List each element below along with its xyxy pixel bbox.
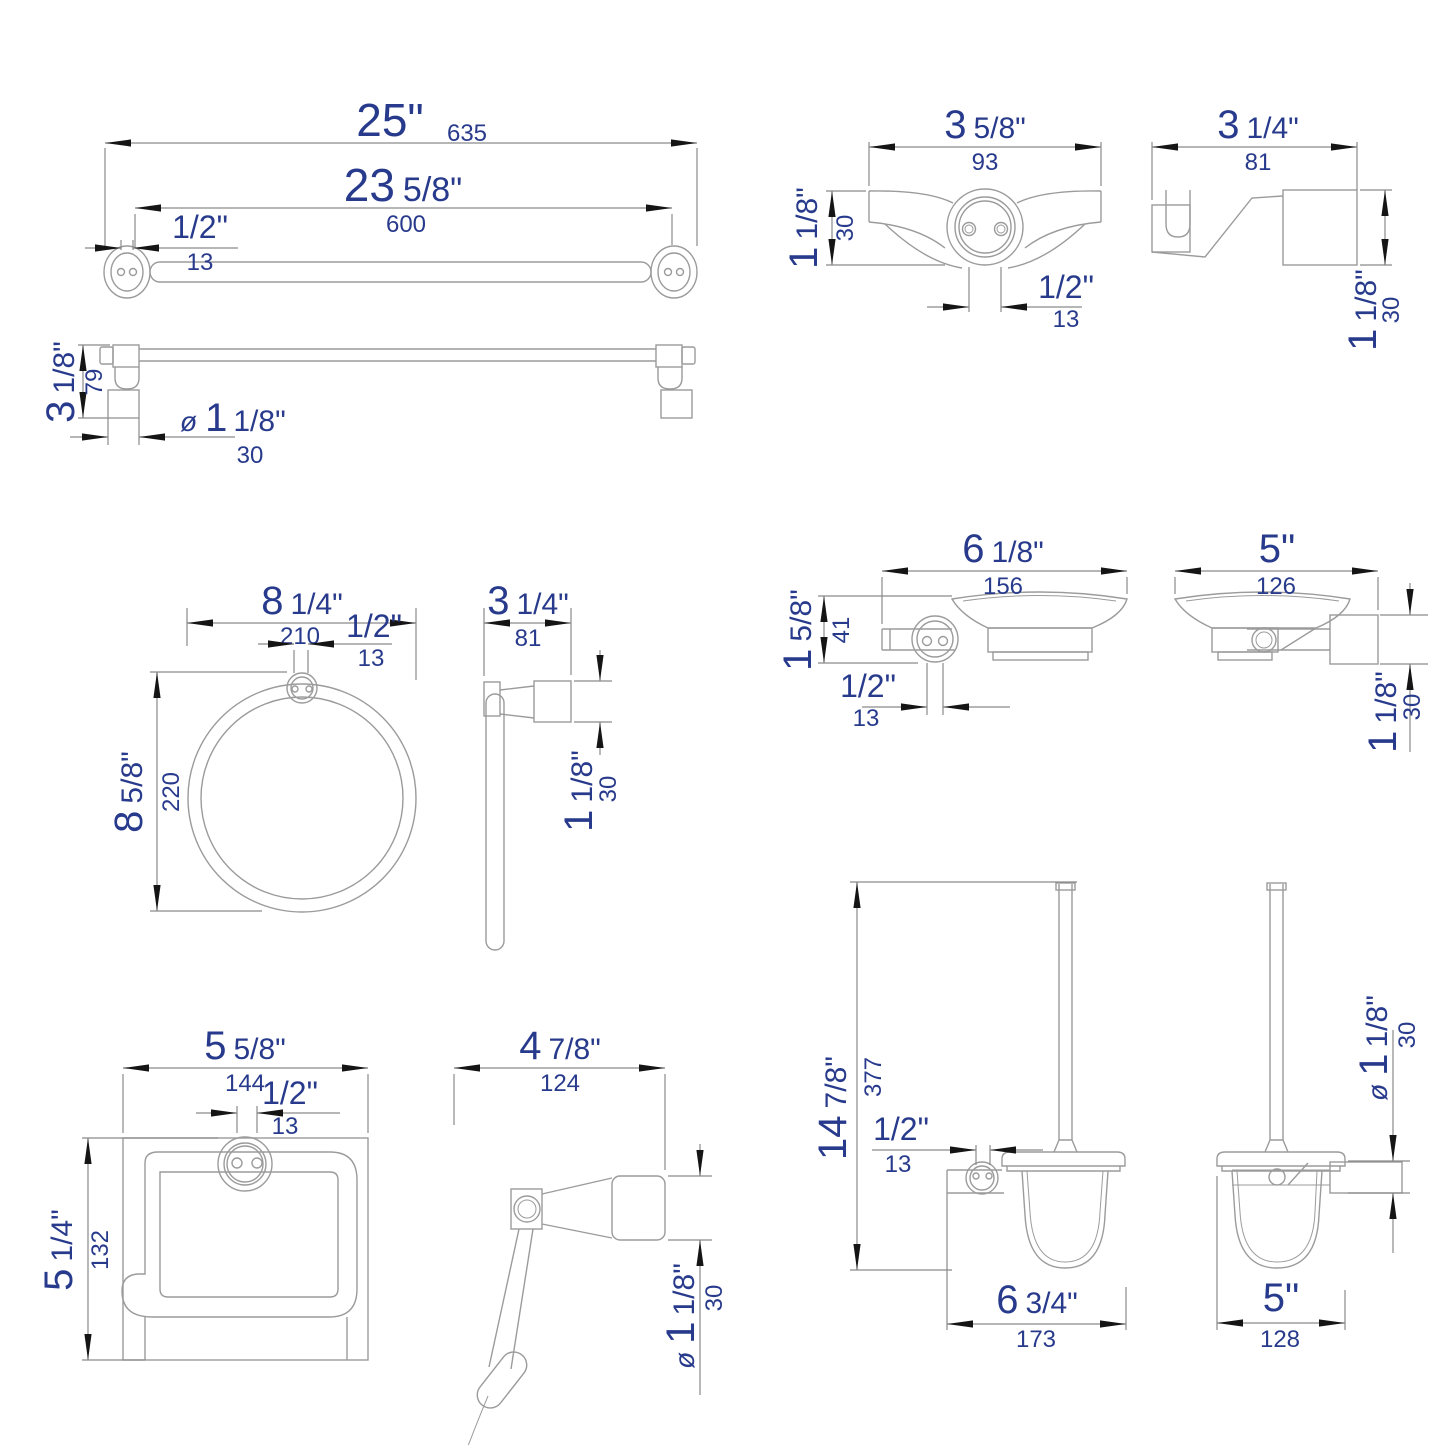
robe-hook-height-mm-label: 30 — [832, 215, 859, 242]
brush-holder-width-mm-label: 173 — [1016, 1326, 1056, 1353]
brush-holder-side-view: ø11/8" 30 5" 128 — [1216, 882, 1421, 1353]
soap-dish-screw-spacing-inch-label: 1/2" — [840, 668, 896, 704]
brush-holder-cup-width-mm-label: 128 — [1260, 1326, 1300, 1353]
towel-ring-depth-mm-label: 81 — [515, 625, 542, 652]
robe-hook-body-height-mm-label: 30 — [1378, 297, 1405, 324]
towel-bar-screw-spacing-inch-label: 1/2" — [172, 209, 228, 245]
towel-bar-overall-width-mm-label: 635 — [447, 120, 487, 147]
paper-holder-width-mm-label: 144 — [225, 1070, 265, 1097]
towel-ring-height-inch-label: 85/8" — [107, 751, 151, 833]
robe-hook-screw-spacing-inch-label: 1/2" — [1038, 269, 1094, 305]
towel-ring-height-mm-label: 220 — [158, 772, 185, 812]
towel-ring-mount-height-inch-label: 11/8" — [557, 750, 601, 832]
brush-holder-cup-width-inch-label: 5" — [1263, 1276, 1299, 1320]
towel-bar-height-inch-label: 31/8" — [39, 341, 83, 423]
paper-holder-screw-spacing-mm-label: 13 — [272, 1113, 299, 1140]
towel-bar-height-mm-label: 79 — [81, 369, 108, 396]
towel-bar-overall-width-inch-label: 25" — [356, 94, 424, 146]
robe-hook-screw-spacing-mm-label: 13 — [1053, 306, 1080, 333]
towel-ring-mount-height-mm-label: 30 — [595, 776, 622, 803]
brush-holder-bracket-diameter-mm-label: 30 — [1394, 1022, 1421, 1049]
soap-dish-side-view: 5" 126 11/8" 30 — [1173, 527, 1428, 753]
paper-holder-screw-spacing-inch-label: 1/2" — [262, 1075, 318, 1111]
towel-ring-width-mm-label: 210 — [280, 623, 320, 650]
robe-hook-depth-mm-label: 81 — [1245, 149, 1272, 176]
brush-holder-bracket-diameter-inch-label: ø11/8" — [1352, 995, 1396, 1101]
paper-holder-height-mm-label: 132 — [87, 1230, 114, 1270]
brush-holder-screw-spacing-mm-label: 13 — [885, 1151, 912, 1178]
soap-dish-depth-inch-label: 5" — [1259, 527, 1295, 571]
soap-dish-mount-height-mm-label: 30 — [1399, 694, 1426, 721]
paper-holder-height-inch-label: 51/4" — [37, 1209, 81, 1291]
brush-holder-height-mm-label: 377 — [860, 1057, 887, 1097]
soap-dish-screw-spacing-mm-label: 13 — [853, 705, 880, 732]
robe-hook-body-height-inch-label: 11/8" — [1341, 269, 1385, 351]
towel-ring-screw-spacing-mm-label: 13 — [358, 645, 385, 672]
towel-bar-length-mm-label: 600 — [386, 211, 426, 238]
brush-holder-height-inch-label: 147/8" — [811, 1056, 855, 1160]
towel-bar-screw-spacing-mm-label: 13 — [187, 249, 214, 276]
soap-dish-height-inch-label: 15/8" — [776, 589, 820, 671]
soap-dish-depth-mm-label: 126 — [1256, 573, 1296, 600]
paper-holder-depth-mm-label: 124 — [540, 1070, 580, 1097]
towel-ring-screw-spacing-inch-label: 1/2" — [346, 608, 402, 644]
robe-hook-width-mm-label: 93 — [972, 149, 999, 176]
paper-holder-bar-diameter-mm-label: 30 — [701, 1285, 728, 1312]
soap-dish-height-mm-label: 41 — [828, 617, 855, 644]
brush-holder-screw-spacing-inch-label: 1/2" — [873, 1111, 929, 1147]
paper-holder-bar-diameter-inch-label: ø11/8" — [659, 1263, 703, 1369]
soap-dish-width-mm-label: 156 — [983, 573, 1023, 600]
robe-hook-height-inch-label: 11/8" — [782, 187, 826, 269]
soap-dish-mount-height-inch-label: 11/8" — [1361, 671, 1405, 753]
towel-bar-post-diameter-mm-label: 30 — [237, 442, 264, 469]
